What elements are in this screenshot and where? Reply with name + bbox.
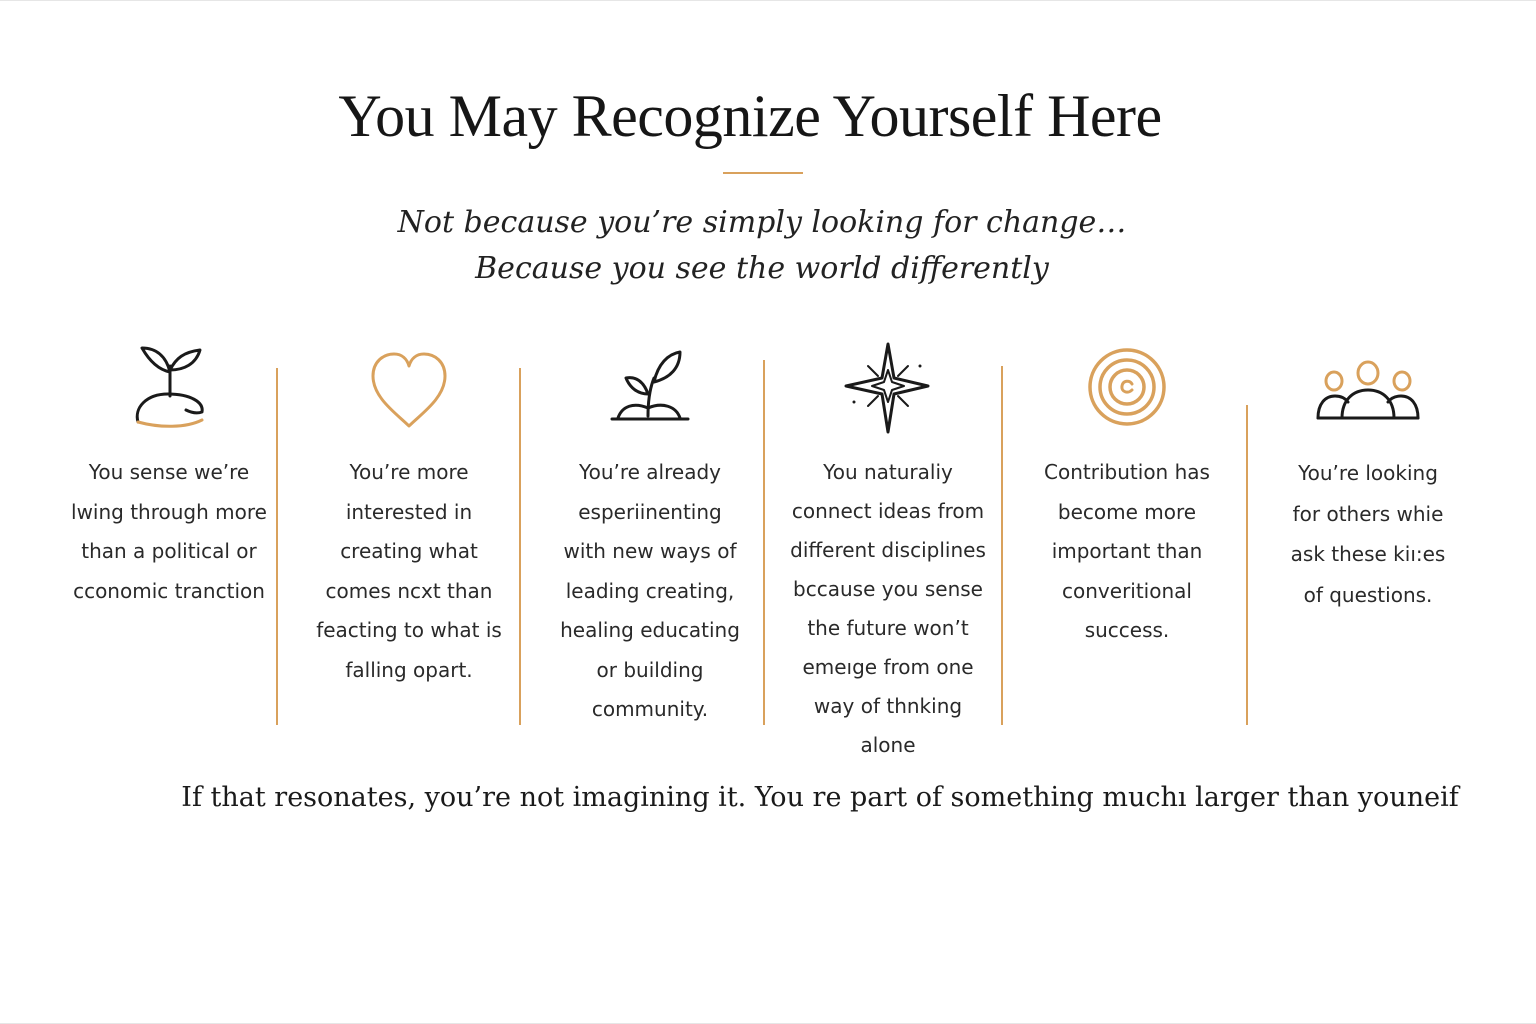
community-people-icon (1253, 360, 1483, 460)
page-subtitle: Not because you’re simply looking for ch… (0, 200, 1524, 292)
trait-line: success. (1084, 618, 1170, 642)
trait-line: Contribution has (1044, 460, 1210, 484)
trait-line: way of thnking (813, 694, 963, 718)
closing-statement: If that resonates, you’re not imagining … (181, 782, 1459, 813)
trait-text: You’re already esperiinenting with new w… (535, 453, 765, 730)
trait-line: healing educating (560, 618, 740, 642)
trait-line: You’re more (349, 460, 469, 484)
trait-line: connect ideas from (791, 499, 985, 523)
trait-line: comes ncxt than (325, 578, 493, 603)
trait-line: community. (591, 697, 709, 721)
trait-line: You’re already (579, 460, 721, 484)
trait-line: bccause you sense (793, 577, 983, 601)
trait-line: You naturaliy (823, 460, 953, 484)
seedling-icon (535, 348, 765, 448)
trait-line: You sense we’re (88, 460, 250, 484)
trait-text: You naturaliy connect ideas from differe… (773, 453, 1003, 765)
trait-line: cconomic tranction (73, 578, 265, 603)
column-divider (276, 368, 278, 725)
trait-text: You’re more interested in creating what … (294, 453, 524, 690)
trait-text: Contribution has become more important t… (1012, 453, 1242, 651)
trait-line: feacting to what is (316, 618, 502, 642)
trait-line: with new ways of (563, 539, 737, 563)
trait-line: for others whie (1292, 501, 1444, 526)
trait-line: converitional (1062, 578, 1192, 603)
trait-line: creating what (340, 539, 478, 563)
trait-line: ask these kiı:es (1290, 542, 1446, 566)
page-title: You May Recognize Yourself Here (338, 83, 1162, 149)
trait-line: You’re looking (1298, 461, 1438, 485)
trait-line: of questions. (1303, 582, 1433, 607)
trait-text: You’re looking for others whie ask these… (1253, 453, 1483, 615)
trait-line: interested in (345, 499, 473, 524)
trait-line: or building (596, 657, 704, 682)
column-divider (1001, 366, 1003, 725)
trait-line: than a political or (81, 539, 257, 563)
trait-line: the future won’t (807, 616, 969, 640)
trait-line: esperiinenting (578, 499, 722, 524)
trait-text: You sense we’re lwing through more than … (54, 453, 284, 611)
trait-line: lwing through more (71, 499, 267, 524)
trait-line: emeıge from one (802, 655, 974, 679)
sprout-mound-icon (54, 340, 284, 440)
trait-line: become more (1057, 499, 1197, 524)
subtitle-line: Not because you’re simply looking for ch… (397, 205, 1127, 240)
title-underline (723, 172, 803, 174)
column-divider (1246, 405, 1248, 725)
compass-star-icon (773, 342, 1003, 442)
trait-line: different disciplines (790, 538, 986, 562)
column-divider (763, 360, 765, 725)
column-divider (519, 368, 521, 725)
heart-icon (294, 350, 524, 450)
subtitle-line: Because you see the world differently (475, 251, 1049, 286)
trait-line: alone (860, 733, 916, 757)
spiral-circle-icon (1012, 346, 1242, 446)
trait-line: leading creating, (565, 578, 735, 603)
trait-line: important than (1051, 539, 1203, 563)
trait-line: falling opart. (345, 657, 473, 682)
